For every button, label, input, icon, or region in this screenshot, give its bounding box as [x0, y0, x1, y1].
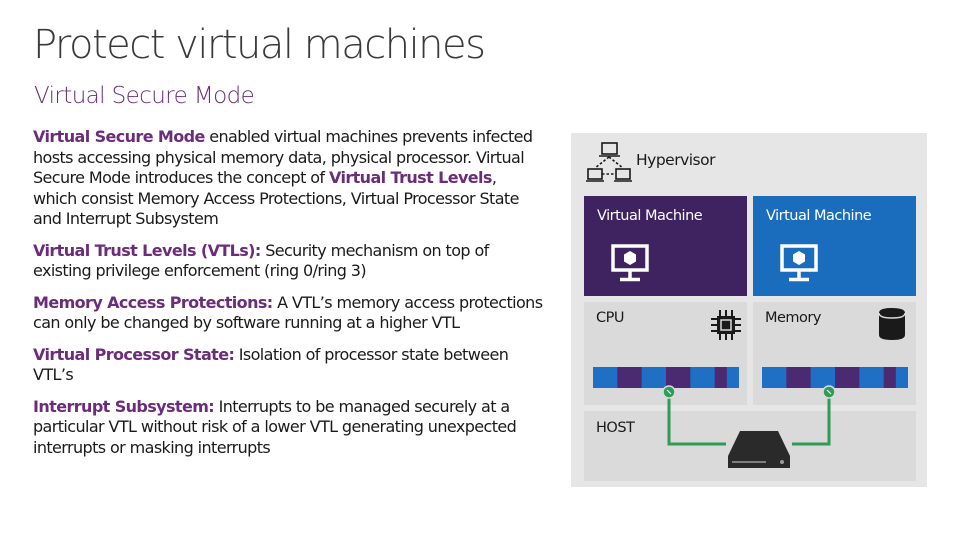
strip-segment: [774, 367, 787, 388]
highlight-term: Virtual Secure Mode: [33, 127, 205, 146]
strip-segment: [593, 367, 606, 388]
strip-segment: [810, 367, 824, 388]
virtual-machine-panel-left: Virtual Machine: [584, 196, 747, 296]
database-icon: [878, 308, 906, 340]
network-computers-icon: [586, 142, 632, 182]
memory-usage-strip: [762, 367, 908, 388]
strip-segment: [714, 367, 728, 388]
highlight-term: Memory Access Protections:: [33, 292, 273, 312]
slide-title: Protect virtual machines: [33, 22, 486, 68]
paragraph-memory-access: Memory Access Protections: A VTL’s memor…: [33, 293, 543, 334]
strip-segment: [883, 367, 897, 388]
paragraph-processor-state: Virtual Processor State: Isolation of pr…: [33, 345, 543, 386]
strip-segment: [895, 367, 908, 388]
paragraph-vtls: Virtual Trust Levels (VTLs): Security me…: [33, 241, 543, 282]
strip-segment: [653, 367, 667, 388]
bullet-list: Virtual Secure Mode enabled virtual mach…: [33, 127, 543, 469]
monitor-icon: [611, 244, 649, 282]
slide-subtitle: Virtual Secure Mode: [34, 83, 255, 109]
host-label: HOST: [596, 420, 635, 436]
cpu-usage-strip: [593, 367, 739, 388]
vm-label: Virtual Machine: [597, 208, 703, 224]
host-panel: HOST: [584, 411, 916, 481]
memory-panel: Memory: [753, 302, 916, 405]
strip-segment: [822, 367, 836, 388]
body-text: enabled virtual machines prevents infect…: [33, 127, 533, 187]
paragraph-virtual-secure-mode: Virtual Secure Mode enabled virtual mach…: [33, 127, 543, 230]
hard-drive-icon: [728, 431, 790, 468]
cpu-panel: CPU: [584, 302, 747, 405]
architecture-diagram: Hypervisor Virtual Machine Virtual Machi…: [571, 133, 927, 487]
strip-segment: [871, 367, 884, 388]
strip-segment: [762, 367, 775, 388]
strip-segment: [786, 367, 799, 388]
strip-segment: [678, 367, 691, 388]
strip-segment: [666, 367, 679, 388]
strip-segment: [835, 367, 848, 388]
highlight-term: Virtual Processor State:: [33, 344, 235, 364]
chip-icon: [711, 310, 741, 340]
virtual-machine-panel-right: Virtual Machine: [753, 196, 916, 296]
memory-label: Memory: [765, 310, 821, 326]
strip-segment: [617, 367, 630, 388]
highlight-term: Virtual Trust Levels (VTLs):: [33, 240, 261, 260]
strip-segment: [605, 367, 618, 388]
highlight-term: Virtual Trust Levels: [328, 168, 492, 187]
strip-segment: [859, 367, 872, 388]
strip-segment: [629, 367, 642, 388]
paragraph-interrupt-subsystem: Interrupt Subsystem: Interrupts to be ma…: [33, 397, 543, 459]
strip-segment: [847, 367, 860, 388]
strip-segment: [798, 367, 811, 388]
highlight-term: Interrupt Subsystem:: [33, 396, 215, 416]
strip-segment: [690, 367, 703, 388]
vm-label: Virtual Machine: [766, 208, 872, 224]
body-text: A VTL’s memory access protections can on…: [33, 292, 543, 333]
cpu-label: CPU: [596, 310, 624, 326]
body-text: Interrupts to be managed securely at a p…: [33, 396, 517, 457]
body-text: Isolation of processor state between VTL…: [33, 344, 509, 385]
strip-segment: [641, 367, 655, 388]
body-text: Security mechanism on top of existing pr…: [33, 240, 489, 281]
monitor-icon: [780, 244, 818, 282]
body-text: , which consist Memory Access Protection…: [33, 168, 519, 228]
hypervisor-label: Hypervisor: [636, 151, 716, 169]
strip-segment: [726, 367, 739, 388]
strip-segment: [702, 367, 715, 388]
